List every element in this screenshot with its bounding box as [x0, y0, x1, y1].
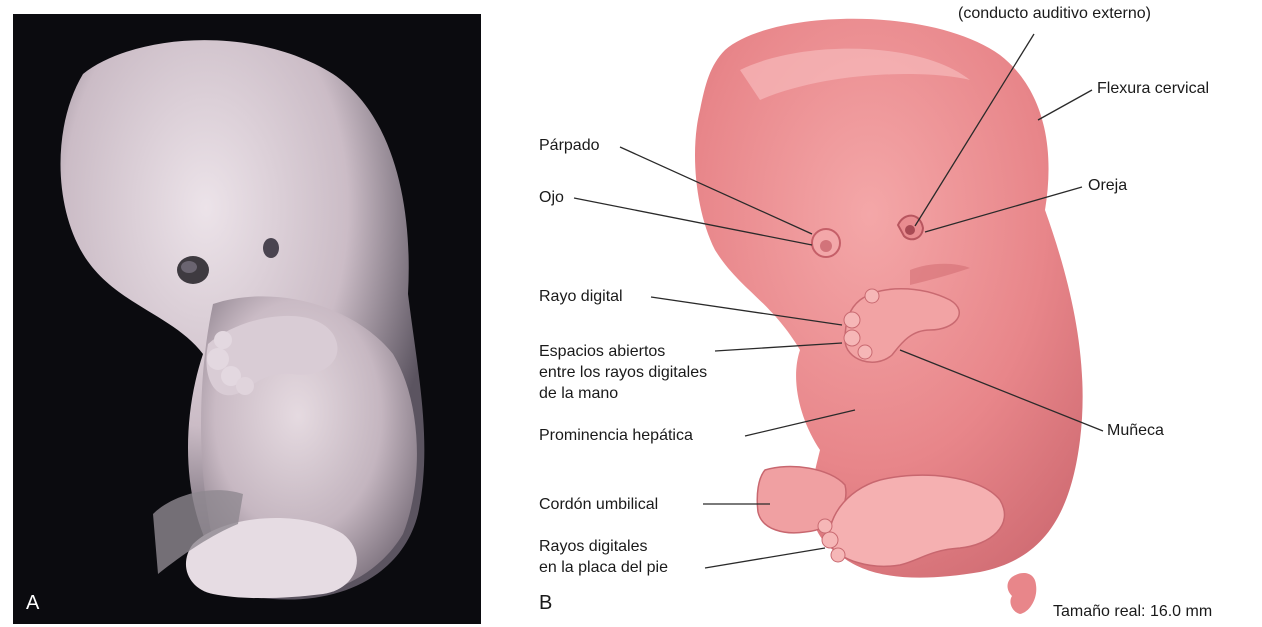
- label-conducto-auditivo: (conducto auditivo externo): [958, 4, 1151, 24]
- panel-letter-b: B: [539, 592, 552, 615]
- embryo-photo-panel: A: [13, 14, 481, 624]
- label-ojo: Ojo: [539, 188, 564, 208]
- label-cordon-umbilical: Cordón umbilical: [539, 495, 658, 515]
- label-espacios-2: entre los rayos digitales: [539, 363, 707, 383]
- label-oreja: Oreja: [1088, 176, 1127, 196]
- label-prominencia-hepatica: Prominencia hepática: [539, 426, 693, 446]
- label-flexura-cervical: Flexura cervical: [1097, 79, 1209, 99]
- label-espacios-1: Espacios abiertos: [539, 342, 665, 362]
- embryo-photo: [13, 14, 481, 624]
- embryo-drawing-panel: (conducto auditivo externo) Flexura cerv…: [500, 0, 1262, 627]
- label-espacios-3: de la mano: [539, 384, 618, 404]
- label-rayo-digital: Rayo digital: [539, 287, 623, 307]
- label-muneca: Muñeca: [1107, 421, 1164, 441]
- label-rayos-pie-1: Rayos digitales: [539, 537, 648, 557]
- label-parpado: Párpado: [539, 136, 600, 156]
- label-tamano-real: Tamaño real: 16.0 mm: [1053, 602, 1212, 622]
- label-rayos-pie-2: en la placa del pie: [539, 558, 668, 578]
- panel-letter-a: A: [26, 592, 39, 615]
